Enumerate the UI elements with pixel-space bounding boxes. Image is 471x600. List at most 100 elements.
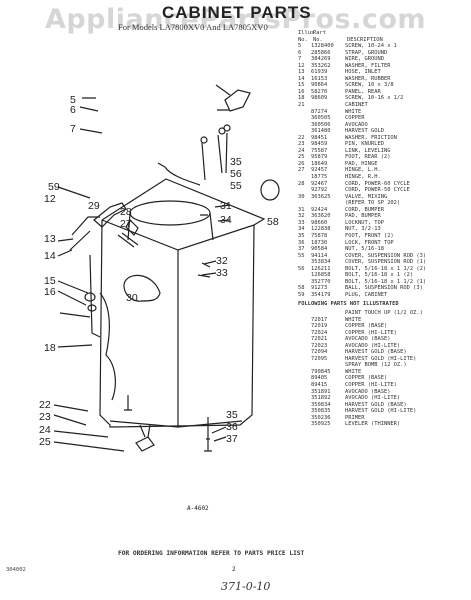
part-desc: NUT, 5/16-18 xyxy=(345,246,384,253)
diagram-number: A-4602 xyxy=(187,505,209,512)
part-illus: 22 xyxy=(298,134,305,141)
not-illustrated-desc: HARVEST GOLD (HI-LITE) xyxy=(345,408,417,415)
part-illus: 6 xyxy=(298,49,302,56)
part-illus: 31 xyxy=(298,206,305,213)
part-desc: LOCKNUT, TOP xyxy=(345,219,384,226)
callout-12: 12 xyxy=(44,193,56,205)
not-illustrated-part: 89405 xyxy=(311,375,328,382)
part-desc: BALL, SUSPENSION ROD (3) xyxy=(345,285,423,292)
callout-35-bottom: 35 xyxy=(226,409,238,421)
part-part: 363625 xyxy=(311,193,331,200)
part-part: 360506 xyxy=(311,121,331,128)
part-row: 92792 CORD, POWER-50 CYCLE xyxy=(298,187,468,194)
part-desc: VALVE, MIXING xyxy=(345,193,388,200)
part-illus: 35 xyxy=(298,232,305,239)
part-part: 16153 xyxy=(311,75,328,82)
part-illus: 30 xyxy=(298,193,305,200)
part-illus: 55 xyxy=(298,252,305,259)
part-illus: 36 xyxy=(298,239,305,246)
callout-28: 28 xyxy=(120,206,132,218)
part-desc: (REFER TO SP 202) xyxy=(345,200,401,207)
not-illustrated-part: 351892 xyxy=(311,395,331,402)
part-desc: STRAP, GROUND xyxy=(345,49,388,56)
part-part: 92792 xyxy=(311,187,328,194)
part-desc: WHITE xyxy=(345,108,362,115)
part-illus: 58 xyxy=(298,285,305,292)
not-illustrated-part: 350834 xyxy=(311,401,331,408)
part-part: 363620 xyxy=(311,213,331,220)
not-illustrated-part: 72019 xyxy=(311,323,328,330)
callout-18: 18 xyxy=(44,342,56,354)
callout-58: 58 xyxy=(267,216,279,228)
part-desc: SCREW, 10-16 x 1/2 xyxy=(345,95,404,102)
not-illustrated-part: 72094 xyxy=(311,349,328,356)
callout-29: 29 xyxy=(88,200,100,212)
header-part: Part xyxy=(313,30,326,36)
part-part: 18649 xyxy=(311,160,328,167)
part-part: 92424 xyxy=(311,206,328,213)
parts-header-2: No. No. DESCRIPTION xyxy=(298,37,468,44)
part-part: 18775 xyxy=(311,174,328,181)
part-desc: CORD, BUMPER xyxy=(345,206,384,213)
part-desc: FOOT, REAR (2) xyxy=(345,154,391,161)
part-desc: HOSE, INLET xyxy=(345,69,381,76)
part-illus: 59 xyxy=(298,291,305,298)
callout-36: 36 xyxy=(226,421,238,433)
part-illus: 24 xyxy=(298,147,305,154)
callout-59: 59 xyxy=(48,181,60,193)
part-illus: 32 xyxy=(298,213,305,220)
model-line: For Models LA7800XV0 And LA7805XV0 xyxy=(118,22,268,32)
callout-32: 32 xyxy=(216,255,228,267)
part-desc: WASHER, FILTER xyxy=(345,62,391,69)
callout-35-top: 35 xyxy=(230,156,242,168)
not-illustrated-part: 72021 xyxy=(311,336,328,343)
part-desc: HINGE, R.H. xyxy=(345,174,381,181)
part-desc: LOCK, FRONT TOP xyxy=(345,239,394,246)
callout-7: 7 xyxy=(70,123,76,135)
watermark: AppliancePartsPros.com xyxy=(44,4,427,35)
part-illus: 23 xyxy=(298,141,305,148)
part-part: 75587 xyxy=(311,147,328,154)
callout-27: 27 xyxy=(120,218,132,230)
not-illustrated-part: 350236 xyxy=(311,414,331,421)
header-no: No. xyxy=(298,36,308,43)
not-illustrated-part: 72023 xyxy=(311,342,328,349)
callout-13: 13 xyxy=(44,233,56,245)
part-desc: CORD, POWER-50 CYCLE xyxy=(345,187,410,194)
not-illustrated-desc: AVOCADO (HI-LITE) xyxy=(345,342,401,349)
header-description: DESCRIPTION xyxy=(347,36,383,43)
callout-23: 23 xyxy=(39,411,51,423)
part-desc: NUT, 3/2-13 xyxy=(345,226,381,233)
handwritten-note: 371-0-10 xyxy=(221,580,271,593)
part-illus: 27 xyxy=(298,167,305,174)
part-illus: 12 xyxy=(298,62,305,69)
callout-16: 16 xyxy=(44,286,56,298)
callout-31: 31 xyxy=(220,200,232,212)
part-part: 354179 xyxy=(311,291,331,298)
part-part: 98451 xyxy=(311,134,328,141)
callout-6: 6 xyxy=(70,104,76,116)
callout-56: 56 xyxy=(230,168,242,180)
callout-14: 14 xyxy=(44,250,56,262)
not-illustrated-part: 72017 xyxy=(311,316,328,323)
part-illus: 13 xyxy=(298,69,305,76)
not-illustrated-desc: AVOCADO (BASE) xyxy=(345,336,391,343)
callout-33: 33 xyxy=(216,267,228,279)
part-row: 31 92424 CORD, BUMPER xyxy=(298,207,468,214)
